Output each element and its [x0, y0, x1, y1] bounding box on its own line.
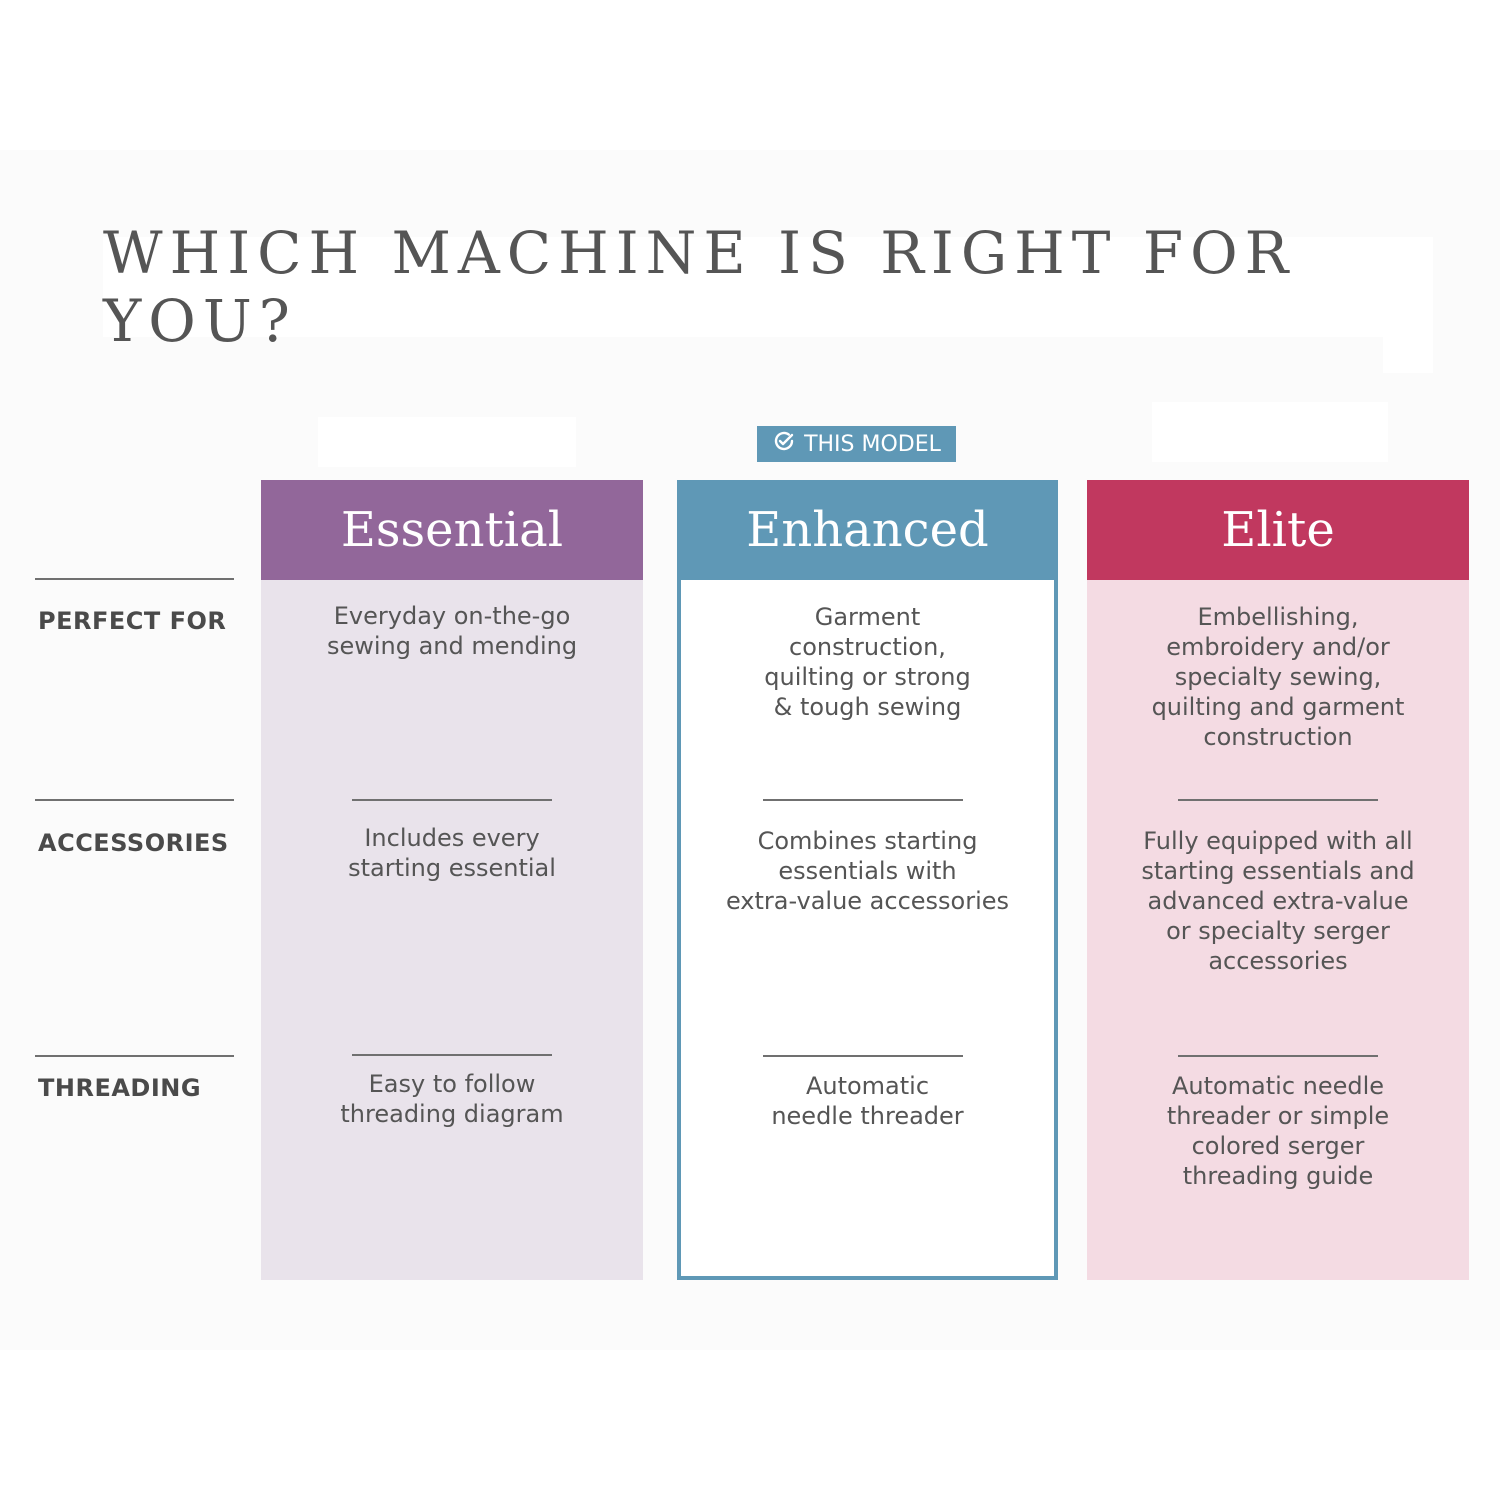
decorative-patch — [318, 417, 576, 467]
elite-accessories: Fully equipped with all starting essenti… — [1141, 827, 1415, 975]
row-label-threading: THREADING — [38, 1074, 202, 1102]
essential-threading: Easy to follow threading diagram — [340, 1070, 564, 1128]
cell-divider — [1178, 799, 1378, 801]
enhanced-accessories: Combines starting essentials with extra-… — [725, 827, 1010, 915]
check-circle-icon — [772, 429, 796, 459]
essential-perfect-for: Everyday on-the-go sewing and mending — [326, 602, 578, 660]
badge-label: THIS MODEL — [804, 431, 941, 457]
column-enhanced: Enhanced Garment construction, quilting … — [677, 480, 1058, 1280]
cell-divider — [352, 799, 552, 801]
column-essential: Essential Everyday on-the-go sewing and … — [261, 480, 643, 1280]
column-header-elite: Elite — [1087, 480, 1469, 580]
cell-divider — [1178, 1055, 1378, 1057]
row-divider — [35, 799, 234, 801]
enhanced-threading: Automatic needle threader — [771, 1072, 964, 1130]
title-box — [103, 237, 1433, 337]
decorative-patch — [1152, 402, 1388, 462]
page-title: WHICH MACHINE IS RIGHT FOR YOU? — [103, 219, 1296, 355]
cell-divider — [352, 1054, 552, 1056]
enhanced-perfect-for: Garment construction, quilting or strong… — [764, 603, 971, 721]
column-elite: Elite Embellishing, embroidery and/or sp… — [1087, 480, 1469, 1280]
row-divider — [35, 1055, 234, 1057]
row-divider — [35, 578, 234, 580]
column-header-enhanced: Enhanced — [677, 480, 1058, 580]
row-label-accessories: ACCESSORIES — [38, 829, 229, 857]
row-label-perfect-for: PERFECT FOR — [38, 607, 227, 635]
this-model-badge: THIS MODEL — [757, 426, 956, 462]
column-header-essential: Essential — [261, 480, 643, 580]
essential-accessories: Includes every starting essential — [348, 824, 556, 882]
elite-threading: Automatic needle threader or simple colo… — [1166, 1072, 1390, 1190]
elite-perfect-for: Embellishing, embroidery and/or specialt… — [1151, 603, 1405, 751]
cell-divider — [763, 1055, 963, 1057]
cell-divider — [763, 799, 963, 801]
